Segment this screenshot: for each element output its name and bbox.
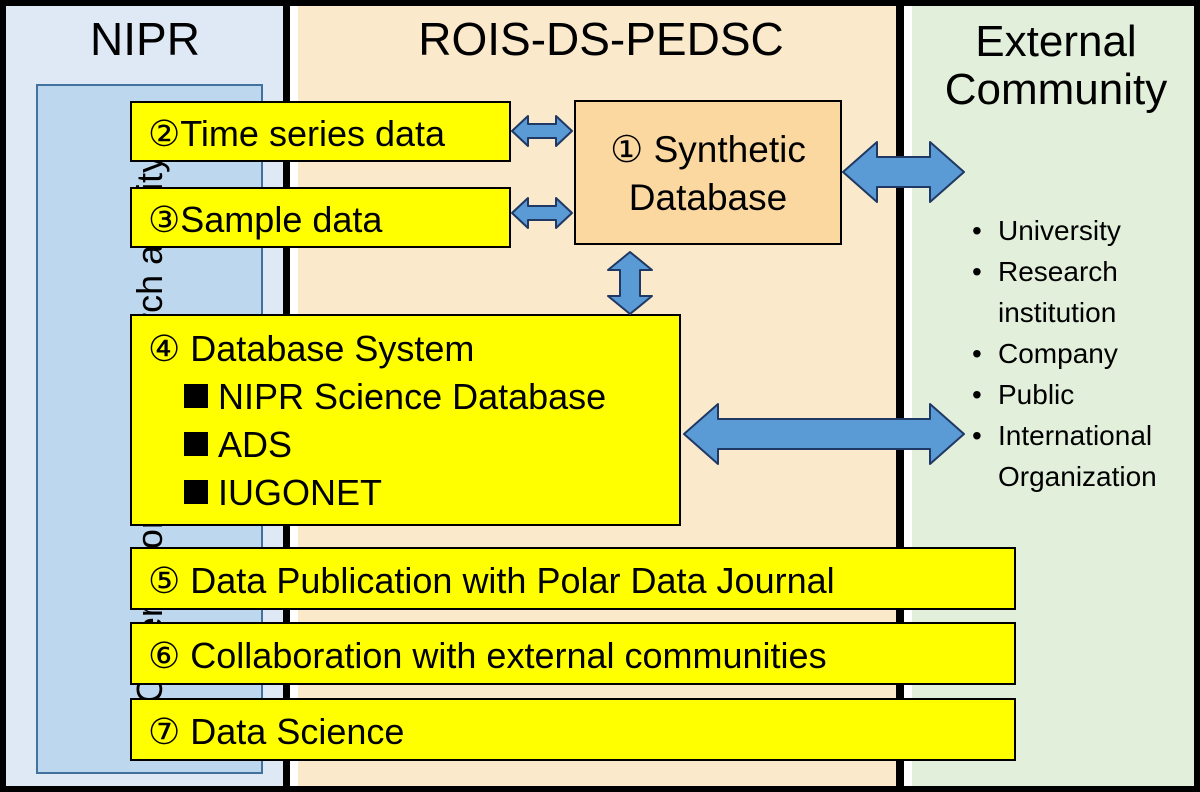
external-item-public: Public: [972, 374, 1200, 415]
data-publication-box: ⑤ Data Publication with Polar Data Journ…: [130, 547, 1016, 610]
external-item-university: University: [972, 210, 1200, 251]
sample-data-label: ③Sample data: [148, 199, 383, 240]
synthetic-database-line2: Database: [628, 177, 788, 219]
time-series-data-box: ②Time series data: [130, 101, 511, 162]
synthetic-database-line1: ① Synthetic: [610, 129, 806, 170]
square-bullet-icon: [184, 480, 208, 505]
data-science-label: ⑦ Data Science: [148, 711, 405, 752]
double-arrow-database-external: [683, 403, 965, 465]
data-science-box: ⑦ Data Science: [130, 698, 1016, 761]
database-system-label: ④ Database System: [148, 328, 475, 369]
external-title-line1: External: [975, 17, 1137, 66]
db-item-nipr-science: NIPR Science Database: [184, 376, 606, 418]
double-arrow-sample: [511, 197, 573, 229]
synthetic-database-box: ① Synthetic Database: [574, 100, 842, 245]
time-series-data-label: ②Time series data: [148, 113, 446, 154]
external-title: External Community: [912, 17, 1200, 115]
external-title-line2: Community: [944, 65, 1168, 115]
external-item-company: Company: [972, 333, 1200, 374]
collaboration-label: ⑥ Collaboration with external communitie…: [148, 635, 827, 676]
square-bullet-icon: [184, 384, 208, 409]
rois-title: ROIS-DS-PEDSC: [418, 13, 784, 65]
db-item-ads: ADS: [184, 424, 292, 466]
external-item-international-organization: International Organization: [972, 415, 1200, 497]
external-item-research-institution: Research institution: [972, 251, 1200, 333]
db-item-iugonet: IUGONET: [184, 472, 382, 514]
nipr-title: NIPR: [90, 13, 200, 65]
double-arrow-vertical: [607, 251, 653, 315]
square-bullet-icon: [184, 432, 208, 457]
external-community-list: University Research institution Company …: [972, 210, 1200, 497]
database-system-box: ④ Database System NIPR Science Database …: [130, 314, 681, 526]
double-arrow-synthetic-external: [842, 141, 965, 203]
sample-data-box: ③Sample data: [130, 187, 511, 248]
double-arrow-time-series: [511, 115, 573, 147]
data-publication-label: ⑤ Data Publication with Polar Data Journ…: [148, 560, 835, 601]
collaboration-box: ⑥ Collaboration with external communitie…: [130, 622, 1016, 685]
